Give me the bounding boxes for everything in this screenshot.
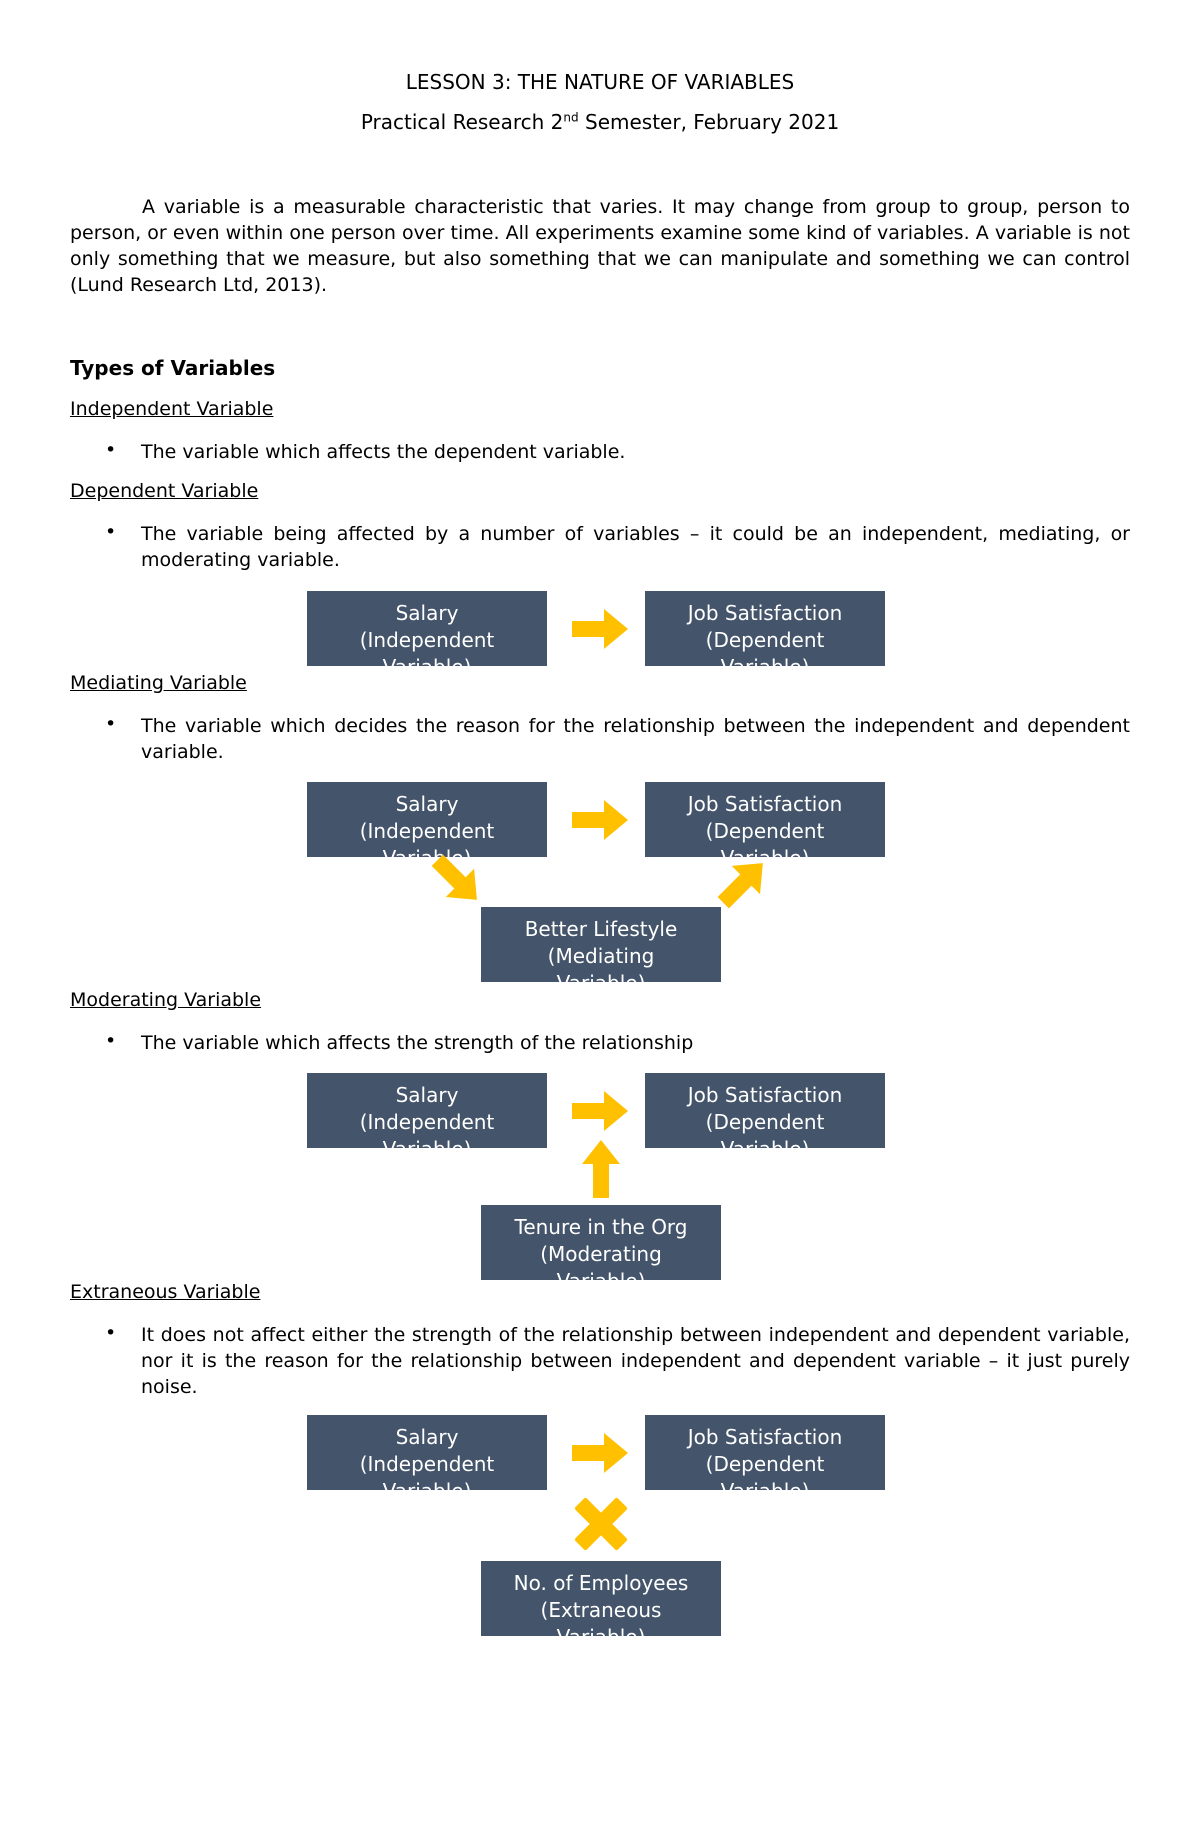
box-sublabel: (Independent (359, 628, 495, 652)
arrow-icon (572, 1091, 628, 1131)
box-label: Job Satisfaction (687, 1083, 843, 1107)
page-subtitle: Practical Research 2nd Semester, Februar… (0, 110, 1200, 134)
arrow-icon (572, 1433, 628, 1473)
box-sublabel: Variable) (307, 1478, 547, 1490)
box-sublabel: (Moderating (540, 1242, 662, 1266)
box-sublabel: (Mediating (547, 944, 655, 968)
box-sublabel: Variable) (645, 845, 885, 857)
bullet-icon: • (105, 713, 117, 735)
extraneous-text: It does not affect either the strength o… (141, 1324, 1130, 1398)
better-lifestyle-box: Better Lifestyle (Mediating Variable) (481, 907, 721, 982)
intro-text: A variable is a measurable characteristi… (70, 196, 1130, 296)
intro-paragraph: A variable is a measurable characteristi… (70, 194, 1130, 298)
subtitle-main: Practical Research 2 (360, 110, 564, 134)
subtitle-rest: Semester, February 2021 (578, 110, 840, 134)
box-sublabel: (Independent (359, 1452, 495, 1476)
box-label: Job Satisfaction (687, 792, 843, 816)
job-satisfaction-box: Job Satisfaction (Dependent Variable) (645, 591, 885, 666)
job-satisfaction-box: Job Satisfaction (Dependent Variable) (645, 1073, 885, 1148)
box-sublabel: (Independent (359, 819, 495, 843)
salary-box: Salary (Independent Variable) (307, 591, 547, 666)
bullet-icon: • (105, 439, 117, 461)
moderating-text: The variable which affects the strength … (141, 1032, 694, 1054)
box-sublabel: Variable) (307, 1136, 547, 1148)
employees-box: No. of Employees (Extraneous Variable) (481, 1561, 721, 1636)
arrow-icon (431, 855, 477, 900)
salary-box: Salary (Independent Variable) (307, 782, 547, 857)
independent-heading: Independent Variable (70, 398, 274, 420)
box-label: Job Satisfaction (687, 1425, 843, 1449)
tenure-box: Tenure in the Org (Moderating Variable) (481, 1205, 721, 1280)
bullet-icon: • (105, 1030, 117, 1052)
box-sublabel: Variable) (645, 654, 885, 666)
box-sublabel: Variable) (481, 1624, 721, 1636)
job-satisfaction-box: Job Satisfaction (Dependent Variable) (645, 1415, 885, 1490)
box-sublabel: Variable) (481, 970, 721, 982)
box-sublabel: (Dependent (705, 628, 825, 652)
box-sublabel: Variable) (481, 1268, 721, 1280)
box-label: Salary (395, 1425, 459, 1449)
bullet-icon: • (105, 1322, 117, 1344)
box-label: No. of Employees (513, 1571, 689, 1595)
subtitle-superscript: nd (563, 110, 579, 125)
box-sublabel: Variable) (307, 845, 547, 857)
dependent-text: The variable being affected by a number … (141, 523, 1130, 571)
mediating-heading: Mediating Variable (70, 672, 247, 694)
arrow-icon (582, 1140, 620, 1198)
page-title: LESSON 3: THE NATURE OF VARIABLES (405, 70, 795, 94)
box-sublabel: (Dependent (705, 1452, 825, 1476)
dependent-heading: Dependent Variable (70, 480, 259, 502)
box-label: Salary (395, 792, 459, 816)
box-sublabel: (Independent (359, 1110, 495, 1134)
box-label: Tenure in the Org (514, 1215, 688, 1239)
salary-box: Salary (Independent Variable) (307, 1073, 547, 1148)
box-sublabel: Variable) (307, 654, 547, 666)
moderating-heading: Moderating Variable (70, 989, 262, 1011)
arrow-icon (718, 863, 763, 909)
box-sublabel: (Extraneous (540, 1598, 662, 1622)
box-label: Salary (395, 1083, 459, 1107)
arrow-icon (572, 609, 628, 649)
arrow-icon (572, 800, 628, 840)
extraneous-heading: Extraneous Variable (70, 1281, 261, 1303)
cross-icon (574, 1497, 628, 1551)
box-sublabel: Variable) (645, 1136, 885, 1148)
box-label: Better Lifestyle (524, 917, 678, 941)
bullet-icon: • (105, 521, 117, 543)
types-heading: Types of Variables (70, 356, 276, 380)
box-label: Salary (395, 601, 459, 625)
job-satisfaction-box: Job Satisfaction (Dependent Variable) (645, 782, 885, 857)
box-sublabel: (Dependent (705, 819, 825, 843)
box-sublabel: Variable) (645, 1478, 885, 1490)
box-label: Job Satisfaction (687, 601, 843, 625)
independent-text: The variable which affects the dependent… (141, 441, 626, 463)
box-sublabel: (Dependent (705, 1110, 825, 1134)
mediating-text: The variable which decides the reason fo… (141, 715, 1130, 763)
salary-box: Salary (Independent Variable) (307, 1415, 547, 1490)
